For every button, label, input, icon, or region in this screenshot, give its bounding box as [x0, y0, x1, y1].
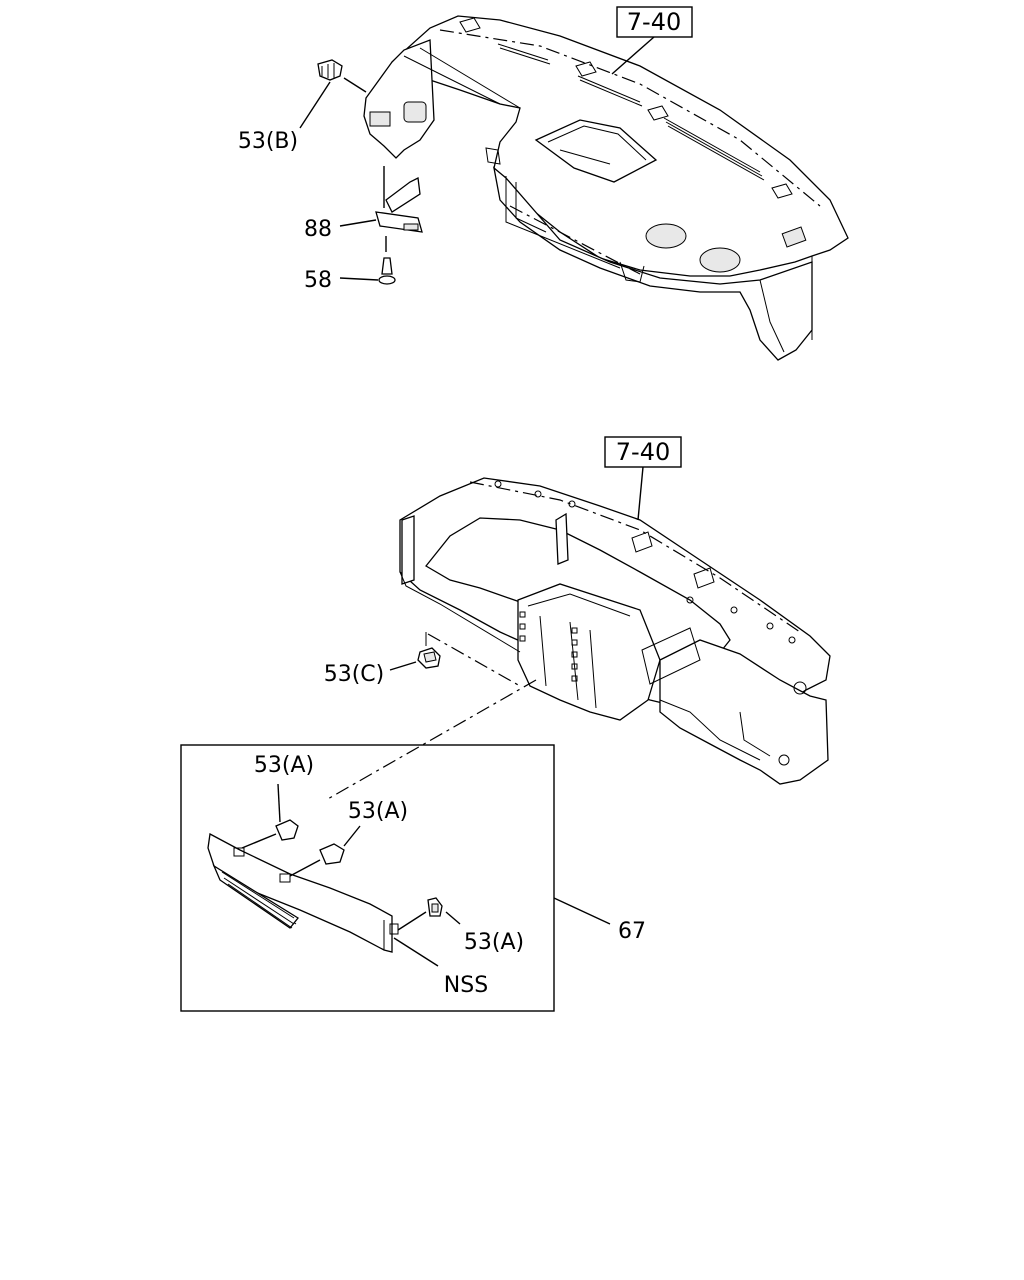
callout-53c: 53(C)	[324, 662, 385, 687]
part-53b-clip: 53(B)	[238, 59, 367, 154]
reference-label-bottom: 7-40	[616, 438, 670, 466]
callout-88: 88	[304, 217, 332, 242]
inset-box-67: 53(A) 53(A) 53(A) NSS	[180, 744, 555, 1012]
inset-leader-dashed	[325, 679, 537, 801]
dashboard-panel-drawing	[363, 15, 849, 361]
reference-label-top: 7-40	[627, 8, 681, 36]
part-88-bracket: 88	[304, 166, 423, 252]
callout-58: 58	[304, 268, 332, 293]
part-58-screw: 58	[304, 257, 396, 293]
callout-53a-2: 53(A)	[348, 799, 408, 824]
callout-53a-3: 53(A)	[464, 930, 524, 955]
frame-hole-pattern	[519, 611, 578, 682]
part-53c-clip: 53(C)	[324, 632, 521, 687]
callout-67-group: 67	[553, 897, 646, 944]
callout-53b: 53(B)	[238, 129, 298, 154]
callout-nss: NSS	[444, 973, 488, 998]
reference-box-bottom: 7-40	[604, 436, 682, 521]
reference-box-top: 7-40	[611, 6, 693, 75]
callout-53a-1: 53(A)	[254, 753, 314, 778]
callout-67: 67	[618, 919, 646, 944]
dashboard-frame-drawing	[399, 477, 831, 785]
